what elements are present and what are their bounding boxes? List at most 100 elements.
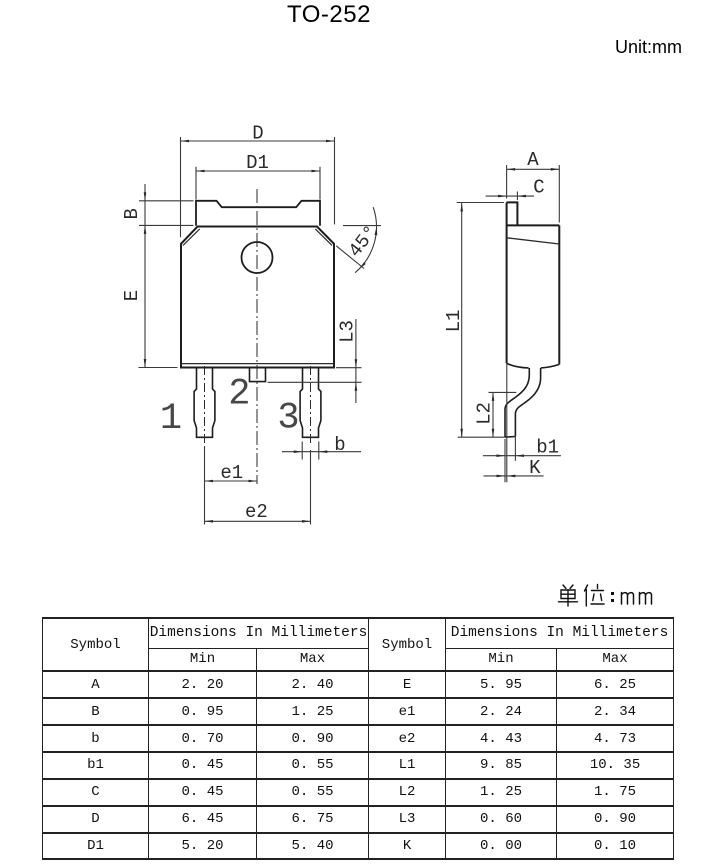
table-row: D1 5. 20 5. 40 K 0. 00 0. 10 xyxy=(42,831,675,861)
dim-label-L3: L3 xyxy=(337,320,359,343)
header-symbol-right: Symbol xyxy=(368,616,447,673)
cell-max: 0. 90 xyxy=(556,804,675,834)
cell-min: 6. 45 xyxy=(148,804,257,834)
header-dimensions-left: Dimensions In Millimeters xyxy=(147,617,370,649)
front-centerlines xyxy=(204,189,311,484)
dim-label-D: D xyxy=(252,123,263,145)
cell-symbol: L3 xyxy=(368,804,447,834)
cell-max: 1. 75 xyxy=(556,777,675,807)
cell-min: 0. 45 xyxy=(148,777,257,807)
cell-max: 0. 90 xyxy=(255,724,370,753)
cell-max: 6. 75 xyxy=(255,804,370,834)
page-title: TO-252 xyxy=(287,1,371,28)
cell-symbol: C xyxy=(42,777,149,807)
cell-max: 5. 40 xyxy=(255,831,370,861)
dim-label-K: K xyxy=(529,457,541,479)
mm-text-strokes xyxy=(620,591,653,605)
unit-note-mm-glyphs xyxy=(620,591,653,605)
pin2-stub-shape xyxy=(248,367,267,383)
header-symbol-left: Symbol xyxy=(42,616,149,673)
side-dim-labels: A C L1 L2 b1 K xyxy=(443,149,559,479)
dim-label-b: b xyxy=(334,434,345,456)
table-unit-note xyxy=(556,583,654,607)
table-row: b1 0. 45 0. 55 L1 9. 85 10. 35 xyxy=(42,750,675,780)
header-max-left: Max xyxy=(255,647,370,673)
side-dimension-lines xyxy=(456,165,561,483)
cell-symbol: D xyxy=(42,804,149,834)
hanzi-wei xyxy=(583,583,605,607)
cell-symbol: A xyxy=(42,670,149,700)
cell-symbol: e2 xyxy=(368,724,447,753)
cell-max: 0. 55 xyxy=(255,777,370,807)
cell-min: 9. 85 xyxy=(445,750,558,780)
front-view: D D1 B E L3 b e1 e2 45° 1 2 3 xyxy=(121,123,382,525)
dim-label-E: E xyxy=(121,290,143,301)
dim-label-e1: e1 xyxy=(220,462,243,484)
dim-label-e2: e2 xyxy=(245,501,268,523)
cell-min: 0. 45 xyxy=(148,750,257,780)
side-dimension-arrows xyxy=(460,168,560,478)
header-max-right: Max xyxy=(556,647,675,673)
front-dimension-arrows xyxy=(143,139,378,523)
cell-max: 0. 10 xyxy=(556,831,675,861)
cell-min: 4. 43 xyxy=(445,724,558,753)
cell-max: 0. 55 xyxy=(255,750,370,780)
cell-min: 0. 00 xyxy=(445,831,558,861)
cell-symbol: e1 xyxy=(368,697,447,727)
table-row: C 0. 45 0. 55 L2 1. 25 1. 75 xyxy=(42,777,675,807)
unit-label: Unit:mm xyxy=(615,37,682,57)
cell-symbol: L1 xyxy=(368,750,447,780)
unit-note-cn-glyphs xyxy=(557,583,614,607)
cell-symbol: B xyxy=(42,697,149,727)
header-min-left: Min xyxy=(148,647,257,673)
cell-min: 0. 60 xyxy=(445,804,558,834)
cell-max: 1. 25 xyxy=(255,697,370,727)
cell-symbol: K xyxy=(368,831,447,861)
cell-min: 5. 95 xyxy=(445,670,558,700)
cell-symbol: D1 xyxy=(42,831,149,861)
dim-label-B: B xyxy=(121,208,143,219)
header-dimensions-right: Dimensions In Millimeters xyxy=(445,617,675,649)
pin3-number: 3 xyxy=(277,398,299,440)
cell-max: 10. 35 xyxy=(556,750,675,780)
side-lead xyxy=(504,368,542,438)
dim-label-b1: b1 xyxy=(536,436,559,458)
cell-max: 4. 73 xyxy=(556,724,675,753)
table-header-row-1: Symbol Dimensions In Millimeters Symbol … xyxy=(42,616,675,673)
table-row: D 6. 45 6. 75 L3 0. 60 0. 90 xyxy=(42,804,675,834)
dim-label-A: A xyxy=(527,149,539,171)
cell-min: 0. 70 xyxy=(148,724,257,753)
fullwidth-colon xyxy=(611,592,614,602)
pin2-number: 2 xyxy=(228,374,250,416)
cell-min: 0. 95 xyxy=(148,697,257,727)
cell-symbol: L2 xyxy=(368,777,447,807)
dimensions-table: Symbol Dimensions In Millimeters Symbol … xyxy=(42,616,675,861)
table-row: b 0. 70 0. 90 e2 4. 43 4. 73 xyxy=(42,724,675,753)
dim-label-D1: D1 xyxy=(246,152,269,174)
cell-min: 5. 20 xyxy=(148,831,257,861)
cell-min: 1. 25 xyxy=(445,777,558,807)
hanzi-dan xyxy=(557,584,579,607)
cell-max: 2. 40 xyxy=(255,670,370,700)
front-dim-labels: D D1 B E L3 b e1 e2 45° 1 2 3 xyxy=(121,123,382,524)
cell-min: 2. 20 xyxy=(148,670,257,700)
dim-label-L1: L1 xyxy=(443,310,465,333)
dim-label-C: C xyxy=(533,177,544,199)
cell-max: 2. 34 xyxy=(556,697,675,727)
side-parting-line xyxy=(506,237,560,245)
cell-symbol: b xyxy=(42,724,149,753)
cell-symbol: b1 xyxy=(42,750,149,780)
header-min-right: Min xyxy=(445,647,558,673)
table-row: A 2. 20 2. 40 E 5. 95 6. 25 xyxy=(42,670,675,700)
table-header-row-2: Min Max Min Max xyxy=(43,647,675,673)
side-body-outline xyxy=(505,201,561,369)
dim-label-L2: L2 xyxy=(474,402,496,425)
table-row: B 0. 95 1. 25 e1 2. 24 2. 34 xyxy=(42,697,675,727)
cell-max: 6. 25 xyxy=(556,670,675,700)
cell-symbol: E xyxy=(368,670,447,700)
package-outline-drawing: D D1 B E L3 b e1 e2 45° 1 2 3 xyxy=(121,123,561,525)
pin1-number: 1 xyxy=(160,398,182,440)
cell-min: 2. 24 xyxy=(445,697,558,727)
front-chamfer-lines xyxy=(181,228,334,365)
